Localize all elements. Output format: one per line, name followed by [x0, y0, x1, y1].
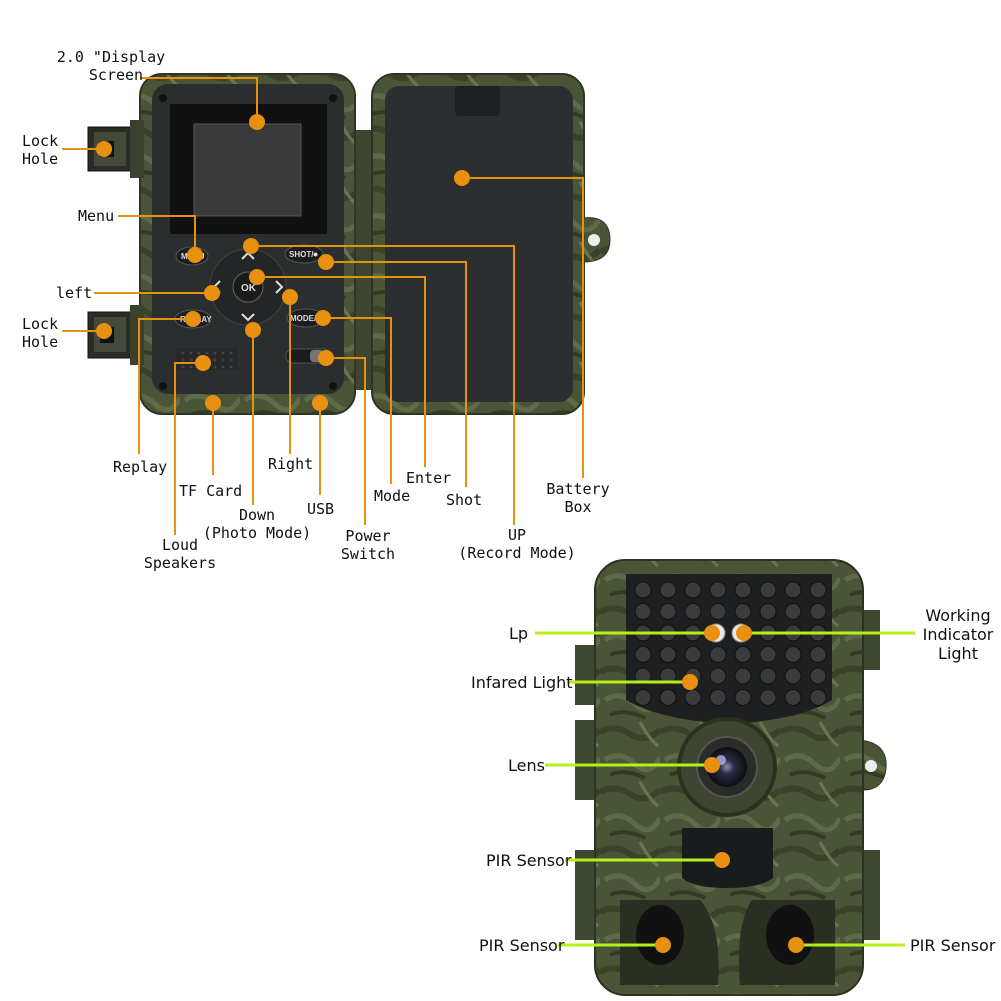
shot-label: Shot	[446, 491, 483, 509]
ir-led	[784, 646, 802, 663]
pir-sensor-right-label: PIR Sensor	[910, 936, 996, 955]
lock-hole-top	[87, 120, 144, 178]
ir-led	[784, 689, 802, 706]
ir-led	[784, 667, 802, 685]
pir-sensor-left-label: PIR Sensor	[479, 936, 565, 955]
tf-card-label: TF Card	[179, 482, 243, 500]
ir-panel	[626, 574, 832, 724]
ir-led	[684, 581, 702, 599]
ir-led	[734, 646, 752, 663]
left-label: left	[56, 284, 93, 302]
display-screen-label: 2.0 "Display Screen	[56, 48, 166, 84]
ir-led	[809, 603, 827, 620]
ir-led	[659, 689, 677, 706]
replay-label: Replay	[113, 458, 168, 476]
ir-led	[659, 667, 677, 685]
ir-led	[759, 646, 777, 663]
ir-led	[659, 646, 677, 663]
loud-speakers-label: Loud Speakers	[143, 536, 217, 572]
ir-led	[734, 603, 752, 620]
ir-led	[759, 581, 777, 599]
right-arrow-icon[interactable]	[275, 280, 284, 294]
ir-led	[684, 603, 702, 620]
ir-led	[809, 581, 827, 599]
front-camera	[575, 559, 887, 996]
display-screen	[193, 123, 302, 217]
ir-led	[709, 581, 727, 599]
right-label: Right	[268, 455, 314, 473]
ir-led	[759, 667, 777, 685]
ok-button-text: OK	[241, 283, 257, 294]
ir-led	[634, 581, 652, 599]
down-label: Down (Photo Mode)	[202, 506, 312, 542]
ir-led	[784, 603, 802, 620]
ir-led	[809, 667, 827, 685]
lens-label: Lens	[508, 756, 545, 775]
ir-led	[809, 646, 827, 663]
ir-led	[684, 646, 702, 663]
ir-led	[784, 581, 802, 599]
pir-sensor-center-label: PIR Sensor	[486, 851, 572, 870]
ir-led	[634, 603, 652, 620]
ir-led	[734, 667, 752, 685]
ir-led	[659, 603, 677, 620]
ir-led	[634, 667, 652, 685]
mode-label: Mode	[374, 487, 411, 505]
lock-hole-bottom-label: Lock Hole	[22, 315, 59, 351]
infrared-light-label: Infared Light	[471, 673, 573, 692]
enter-label: Enter	[406, 469, 452, 487]
power-switch-label: Power Switch	[340, 527, 396, 563]
mode-button-text: MODE/⏻	[290, 314, 323, 323]
back-callout-dots	[96, 114, 470, 411]
lp-label: Lp	[509, 624, 529, 643]
ir-led	[759, 689, 777, 706]
lock-hole-bottom	[87, 305, 144, 365]
ir-led	[684, 689, 702, 706]
usb-label: USB	[307, 500, 335, 518]
hinge	[351, 130, 373, 390]
ir-led	[734, 581, 752, 599]
shot-button-text: SHOT/⏺	[289, 250, 318, 259]
menu-label: Menu	[78, 207, 115, 225]
front-callout-lines	[535, 631, 915, 947]
pir-sensor-right	[766, 905, 814, 965]
down-arrow-icon[interactable]	[241, 313, 255, 322]
back-camera: MENU SHOT/⏺ MODE/⏻ REPLAY OK	[87, 73, 611, 415]
working-indicator-label: Working Indicator Light	[922, 606, 994, 663]
ir-led	[709, 689, 727, 706]
ir-led	[734, 689, 752, 706]
lock-hole-top-label: Lock Hole	[22, 132, 59, 168]
front-callout-dots	[655, 625, 804, 953]
ir-led	[809, 689, 827, 706]
battery-box-label: Battery Box	[546, 480, 610, 516]
ir-led	[709, 667, 727, 685]
pir-sensor-left	[636, 905, 684, 965]
ir-led	[634, 646, 652, 663]
ir-led	[709, 603, 727, 620]
battery-box	[385, 86, 573, 402]
ir-led	[634, 689, 652, 706]
ir-led	[759, 603, 777, 620]
ir-led	[709, 646, 727, 663]
ir-led	[659, 581, 677, 599]
up-label: UP (Record Mode)	[458, 526, 576, 562]
